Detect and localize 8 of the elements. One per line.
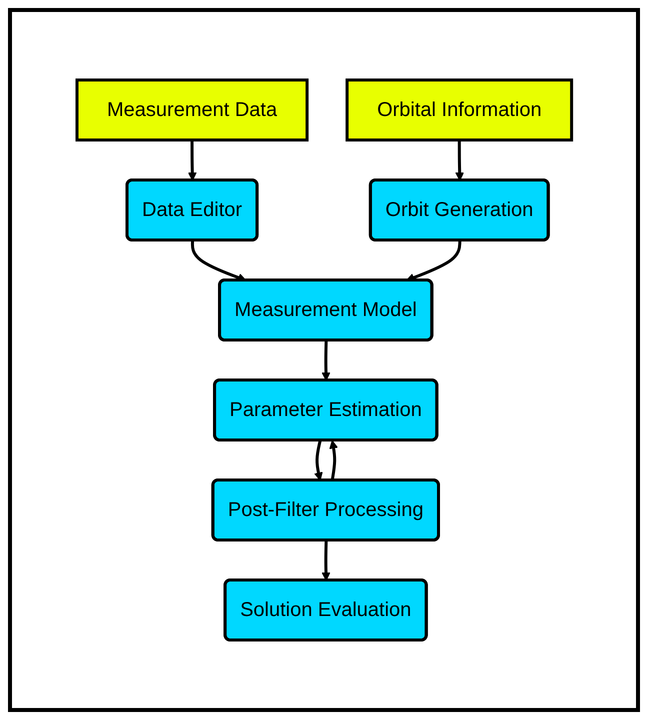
node-box: Orbital Information <box>345 78 573 142</box>
arrow <box>188 140 196 181</box>
arrow <box>321 540 330 581</box>
node-box: Measurement Data <box>75 78 308 142</box>
arrow <box>328 440 338 481</box>
arrow <box>321 340 330 381</box>
arrow <box>454 140 464 181</box>
arrow <box>314 440 322 481</box>
